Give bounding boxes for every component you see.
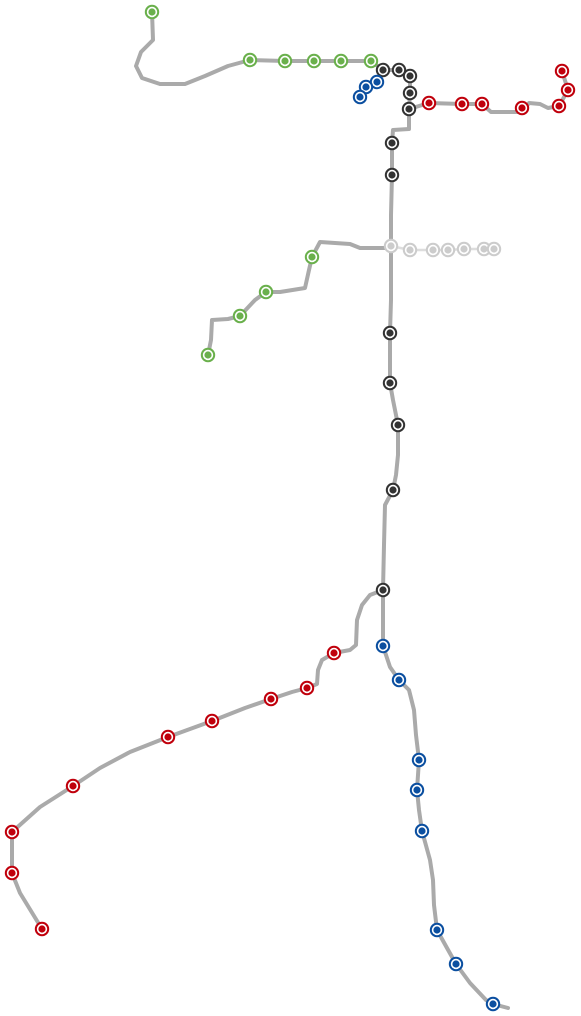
stop-marker-black-trunk-4[interactable] xyxy=(402,85,418,101)
stop-marker-green-north-1[interactable] xyxy=(144,4,160,20)
stop-marker-red-northeast-5[interactable] xyxy=(551,98,567,114)
stop-marker-gray-east-2[interactable] xyxy=(402,242,418,258)
stop-marker-gray-east-3[interactable] xyxy=(425,242,441,258)
stop-marker-red-southwest-6[interactable] xyxy=(65,778,81,794)
line-blue-south xyxy=(381,644,510,1010)
stop-marker-red-southwest-8[interactable] xyxy=(4,865,20,881)
stop-marker-black-trunk-8[interactable] xyxy=(382,325,398,341)
stop-marker-black-trunk-10[interactable] xyxy=(390,417,406,433)
stop-marker-blue-south-4[interactable] xyxy=(409,782,425,798)
stop-marker-green-north-4[interactable] xyxy=(306,53,322,69)
stop-marker-blue-south-6[interactable] xyxy=(429,922,445,938)
stop-marker-red-northeast-1[interactable] xyxy=(421,95,437,111)
line-green-north xyxy=(134,10,385,86)
stop-marker-blue-south-7[interactable] xyxy=(448,956,464,972)
stop-marker-green-north-3[interactable] xyxy=(277,53,293,69)
stop-marker-gray-east-4[interactable] xyxy=(440,242,456,258)
stop-marker-red-northeast-7[interactable] xyxy=(554,63,570,79)
stop-marker-blue-north-3[interactable] xyxy=(352,89,368,105)
stop-marker-blue-north-1[interactable] xyxy=(369,74,385,90)
stop-marker-black-trunk-12[interactable] xyxy=(375,582,391,598)
stop-marker-black-trunk-2[interactable] xyxy=(391,62,407,78)
stop-marker-red-southwest-7[interactable] xyxy=(4,824,20,840)
stop-marker-green-west-3[interactable] xyxy=(232,308,248,324)
stop-marker-red-southwest-5[interactable] xyxy=(160,729,176,745)
stop-marker-green-west-2[interactable] xyxy=(258,284,274,300)
stop-marker-gray-east-6[interactable] xyxy=(476,241,492,257)
stop-marker-black-trunk-7[interactable] xyxy=(384,167,400,183)
route-stops xyxy=(4,4,576,1012)
stop-marker-red-northeast-2[interactable] xyxy=(454,96,470,112)
stop-marker-black-trunk-11[interactable] xyxy=(385,482,401,498)
stop-marker-green-north-6[interactable] xyxy=(363,53,379,69)
stop-marker-red-southwest-2[interactable] xyxy=(299,680,315,696)
stop-marker-green-north-5[interactable] xyxy=(333,53,349,69)
line-green-west xyxy=(206,240,393,357)
stop-marker-red-southwest-4[interactable] xyxy=(204,713,220,729)
stop-marker-red-northeast-4[interactable] xyxy=(514,100,530,116)
stop-marker-green-west-1[interactable] xyxy=(304,249,320,265)
stop-marker-blue-south-5[interactable] xyxy=(414,823,430,839)
stop-marker-gray-east-1[interactable] xyxy=(383,238,399,254)
stop-marker-red-southwest-1[interactable] xyxy=(326,645,342,661)
line-red-southwest xyxy=(10,588,385,931)
stop-marker-black-trunk-6[interactable] xyxy=(384,135,400,151)
stop-marker-black-trunk-5[interactable] xyxy=(401,101,417,117)
stop-marker-gray-east-5[interactable] xyxy=(456,241,472,257)
stop-marker-red-northeast-6[interactable] xyxy=(560,82,576,98)
route-lines xyxy=(10,10,570,1010)
stop-marker-green-west-4[interactable] xyxy=(200,347,216,363)
stop-marker-red-southwest-9[interactable] xyxy=(34,921,50,937)
stop-marker-gray-east-7[interactable] xyxy=(486,241,502,257)
stop-marker-black-trunk-9[interactable] xyxy=(382,375,398,391)
stop-marker-blue-south-8[interactable] xyxy=(485,996,501,1012)
stop-marker-blue-south-3[interactable] xyxy=(411,752,427,768)
stop-marker-red-northeast-3[interactable] xyxy=(474,96,490,112)
stop-marker-blue-south-1[interactable] xyxy=(375,638,391,654)
stop-marker-green-north-2[interactable] xyxy=(242,52,258,68)
stop-marker-black-trunk-1[interactable] xyxy=(375,62,391,78)
stop-marker-red-southwest-3[interactable] xyxy=(263,691,279,707)
stop-marker-black-trunk-3[interactable] xyxy=(402,68,418,84)
stop-marker-blue-south-2[interactable] xyxy=(391,672,407,688)
